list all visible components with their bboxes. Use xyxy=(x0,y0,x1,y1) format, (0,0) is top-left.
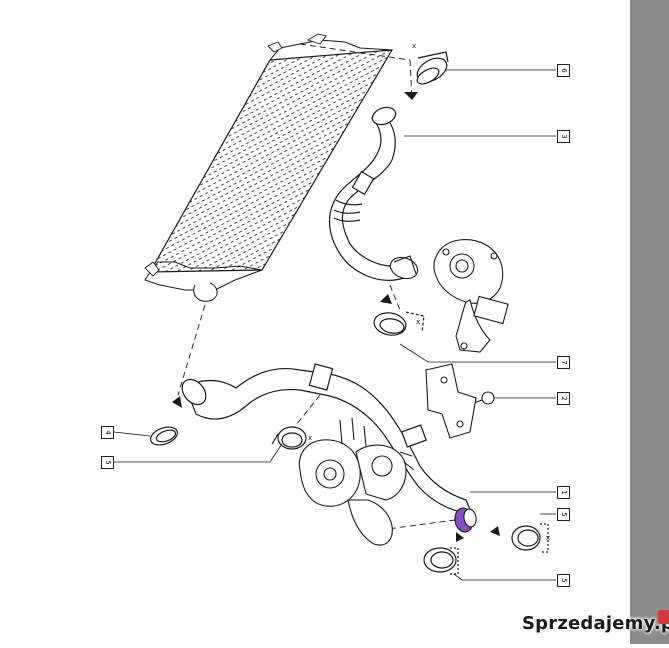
watermark: Sprzedajemy.pl xyxy=(510,604,669,642)
arrow-icon xyxy=(456,532,464,542)
intercooler xyxy=(144,33,394,302)
mounting-bracket xyxy=(425,363,477,439)
callout-leaders xyxy=(113,69,556,581)
arrow-icon xyxy=(172,396,182,408)
callout-label: 2 xyxy=(557,392,570,405)
watermark-text: Sprzedajemy.pl xyxy=(522,613,669,634)
turbocharger xyxy=(298,417,415,546)
hose-clamp-5-left xyxy=(271,426,307,450)
hose-clamp-5-right xyxy=(511,523,549,553)
highlighted-hose-clamp xyxy=(454,507,477,533)
valve-body xyxy=(433,239,509,353)
callout-label: 1 xyxy=(557,486,570,499)
hose-clamp-6 xyxy=(416,51,449,85)
hose-clamp-7 xyxy=(373,311,425,336)
dimension-x: x xyxy=(308,434,312,442)
arrow-icon xyxy=(490,526,500,536)
upper-hose xyxy=(329,106,405,281)
callout-label: 5 xyxy=(101,456,114,469)
callout-label: 5 xyxy=(557,574,570,587)
hose-clamp-5-bottom xyxy=(423,547,459,575)
callout-label: 7 xyxy=(557,356,570,369)
page-margin-bar xyxy=(630,0,669,644)
callout-label: 5 xyxy=(557,508,570,521)
callout-label: 6 xyxy=(557,64,570,77)
dimension-marks: x x x x xyxy=(308,42,550,542)
arrow-icon xyxy=(380,294,392,304)
callout-label: 4 xyxy=(101,426,114,439)
watermark-logo-icon xyxy=(658,610,669,624)
dimension-x: x xyxy=(546,534,550,542)
hose-clamp-4 xyxy=(149,426,179,446)
arrow-icon xyxy=(404,92,418,100)
dimension-x: x xyxy=(412,42,416,50)
callout-label: 3 xyxy=(557,130,570,143)
dimension-x: x xyxy=(416,318,420,326)
upper-hose-clamp xyxy=(389,255,419,280)
